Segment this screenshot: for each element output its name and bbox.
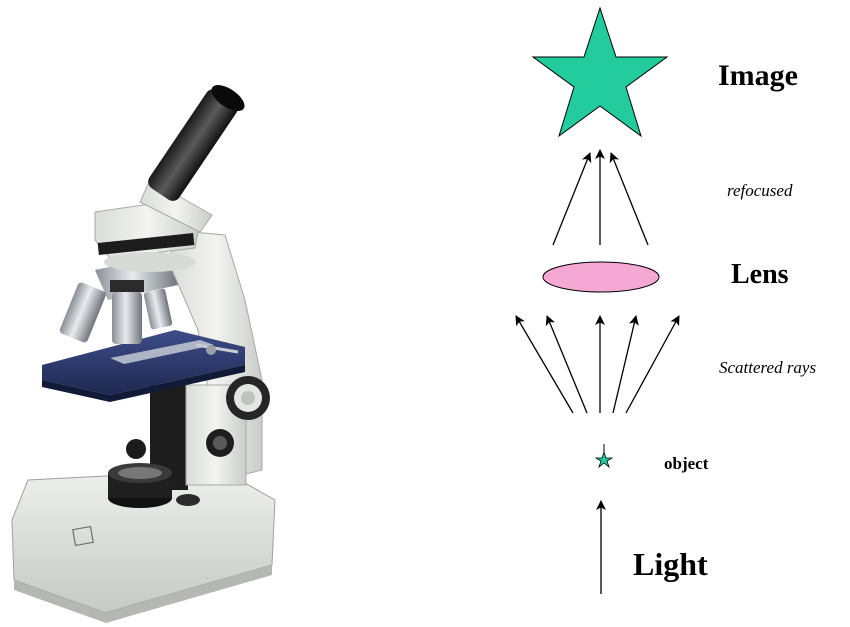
coarse-focus-knob bbox=[226, 376, 270, 420]
scattered-rays bbox=[516, 316, 679, 413]
refocused-label: refocused bbox=[727, 181, 793, 200]
refocused-rays bbox=[553, 150, 648, 245]
refocused-ray bbox=[553, 153, 590, 245]
scattered-ray bbox=[516, 316, 573, 413]
eyepiece bbox=[140, 80, 249, 232]
lens-ellipse bbox=[543, 262, 659, 292]
light-label: Light bbox=[633, 546, 708, 582]
scattered-rays-label: Scattered rays bbox=[719, 358, 816, 377]
scattered-ray bbox=[626, 316, 679, 413]
microscope-illustration bbox=[12, 80, 275, 623]
fine-focus-knob bbox=[206, 429, 234, 457]
optics-diagram: Image refocused Lens Scattered rays obje… bbox=[516, 8, 816, 594]
scattered-ray bbox=[547, 316, 587, 413]
refocused-ray bbox=[611, 153, 648, 245]
lens-label: Lens bbox=[731, 259, 789, 290]
light-source-port bbox=[176, 494, 200, 506]
image-star-icon bbox=[533, 8, 667, 136]
object-star-icon bbox=[596, 452, 612, 467]
object-label: object bbox=[664, 454, 709, 473]
scattered-ray bbox=[613, 316, 636, 413]
image-label: Image bbox=[718, 59, 798, 92]
